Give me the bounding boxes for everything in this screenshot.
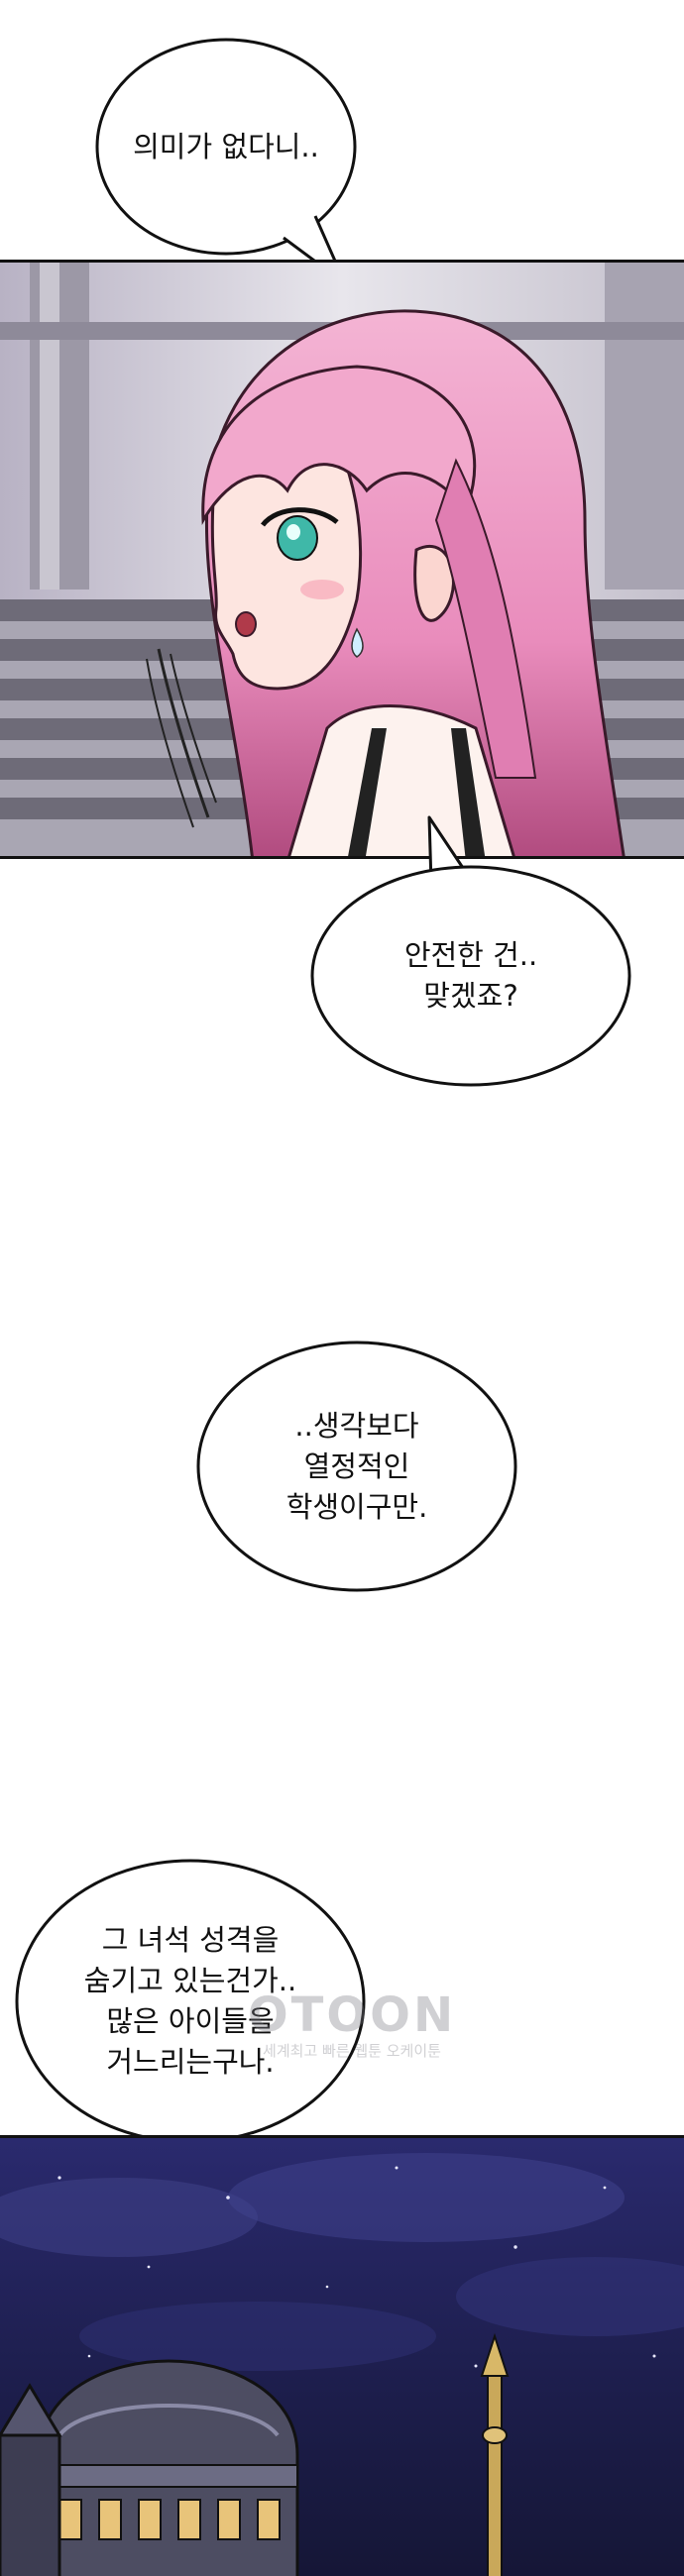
- bubble-3-line-1: ..생각보다: [294, 1408, 419, 1443]
- speech-bubble-2: 안전한 건.. 맞겠죠?: [302, 812, 639, 1100]
- bubble-4-line-4: 거느리는구나.: [106, 2045, 275, 2079]
- speech-bubble-shape: [196, 1341, 517, 1592]
- bubble-2-line-2: 맞겠죠?: [423, 979, 518, 1013]
- girl-illustration: [0, 263, 684, 856]
- speech-bubble-3: ..생각보다 열정적인 학생이구만.: [193, 1338, 520, 1595]
- panel-night-castle: [0, 2135, 684, 2576]
- bubble-1-line-1: 의미가 없다니..: [133, 129, 319, 163]
- bubble-2-line-1: 안전한 건..: [403, 938, 538, 972]
- speech-bubble-4: 그 녀석 성격을 숨기고 있는건가.. 많은 아이들을 거느리는구나.: [12, 1853, 369, 2150]
- bubble-4-line-1: 그 녀석 성격을: [101, 1923, 280, 1957]
- panel-girl-closeup: [0, 260, 684, 859]
- speech-bubble-1: 의미가 없다니..: [48, 18, 404, 285]
- night-castle-illustration: [0, 2138, 684, 2576]
- bubble-4-line-3: 많은 아이들을: [106, 2004, 275, 2038]
- bubble-3-line-2: 열정적인: [303, 1449, 410, 1483]
- bubble-3-line-3: 학생이구만.: [285, 1489, 428, 1524]
- speech-bubble-shape: [310, 815, 631, 1087]
- bubble-4-line-2: 숨기고 있는건가..: [83, 1964, 297, 1997]
